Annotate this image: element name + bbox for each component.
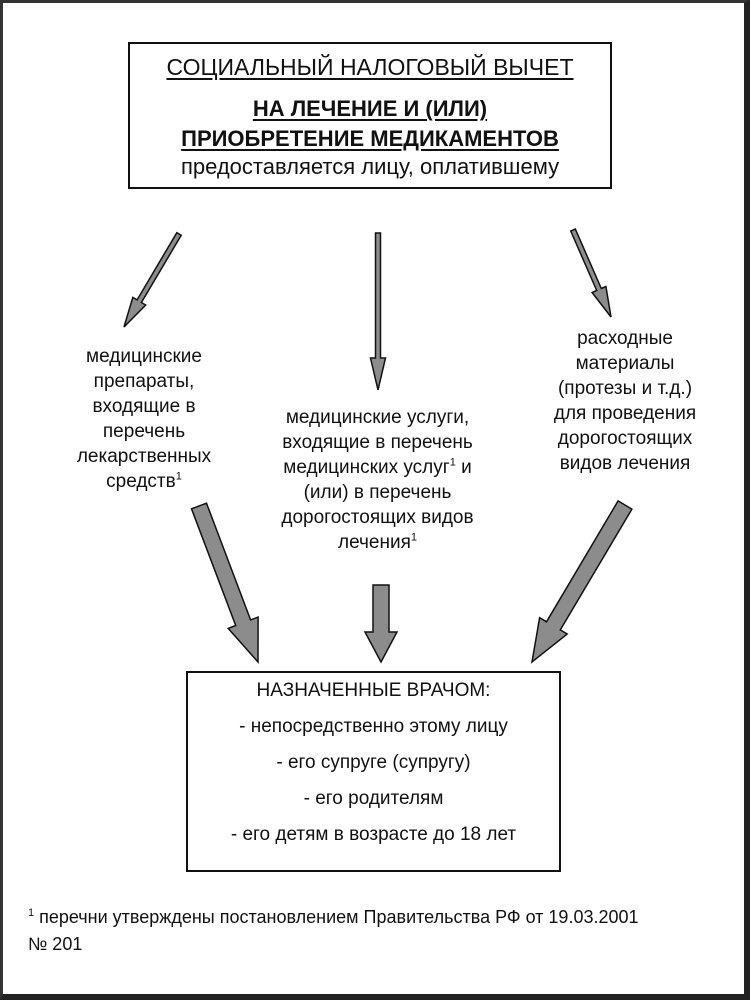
- deduction-subtitle: предоставляется лицу, оплатившему: [180, 154, 560, 179]
- deduction-title: СОЦИАЛЬНЫЙ НАЛОГОВЫЙ ВЫЧЕТ: [166, 54, 574, 80]
- branch-materials-line: материалы: [575, 353, 675, 374]
- footnote-line1: 1 перечни утверждены постановлением Прав…: [28, 904, 728, 931]
- footnote-mark: 1: [449, 456, 456, 469]
- branch-materials-line: видов лечения: [559, 453, 691, 474]
- branch-medicines-line-last: средств1: [55, 469, 233, 494]
- arrow-to-materials: [569, 228, 612, 318]
- prescribed-item: - его родителям: [303, 788, 444, 809]
- footnote-text: перечни утверждены постановлением Правит…: [34, 907, 639, 927]
- branch-services-line-with-mark: медицинских услуг1 и: [250, 455, 505, 480]
- deduction-subject-line1: НА ЛЕЧЕНИЕ И (ИЛИ): [252, 96, 488, 121]
- branch-medicines-line: медицинские: [86, 346, 202, 367]
- branch-services-text: лечения: [337, 532, 411, 553]
- branch-medicines-text: средств: [106, 471, 176, 492]
- branch-materials-line: расходные: [577, 328, 673, 349]
- prescribed-item: - его супруге (супругу): [276, 752, 471, 773]
- arrow-from-medicines: [190, 502, 259, 664]
- branch-services-line: (или) в перечень: [303, 482, 452, 503]
- branch-services-text: и: [455, 457, 472, 478]
- branch-services-line: медицинские услуги,: [285, 407, 470, 428]
- branch-services-line: дорогостоящих видов: [281, 507, 474, 528]
- branch-services-line-last: лечения1: [250, 530, 505, 555]
- deduction-subject-line2: ПРИОБРЕТЕНИЕ МЕДИКАМЕНТОВ: [181, 126, 559, 151]
- arrow-to-medicines: [123, 231, 183, 328]
- arrow-from-materials: [530, 499, 633, 664]
- prescribed-item: - его детям в возрасте до 18 лет: [230, 824, 517, 845]
- branch-medicines-line: перечень: [102, 421, 186, 442]
- branch-services-line: входящие в перечень: [282, 432, 473, 453]
- arrow-from-services: [363, 584, 399, 664]
- footnote-line2: № 201: [28, 934, 83, 954]
- branch-materials-line: дорогостоящих: [557, 428, 693, 449]
- footnote: 1 перечни утверждены постановлением Прав…: [28, 904, 728, 958]
- branch-medical-services: медицинские услуги, входящие в перечень …: [250, 405, 505, 555]
- branch-materials-line: (протезы и т.д.): [557, 378, 693, 399]
- prescribed-title: НАЗНАЧЕННЫЕ ВРАЧОМ:: [256, 680, 491, 701]
- footnote-mark: 1: [410, 531, 417, 544]
- branch-medicines: медицинские препараты, входящие в перече…: [55, 344, 233, 494]
- branch-medicines-line: препараты,: [93, 371, 195, 392]
- branch-medicines-line: лекарственных: [76, 446, 212, 467]
- branch-materials: расходные материалы (протезы и т.д.) для…: [535, 326, 715, 476]
- branch-services-text: медицинских услуг: [283, 457, 450, 478]
- prescribed-item: - непосредственно этому лицу: [239, 716, 508, 737]
- footnote-mark: 1: [175, 470, 182, 483]
- branch-medicines-line: входящие в: [92, 396, 196, 417]
- deduction-title-box: СОЦИАЛЬНЫЙ НАЛОГОВЫЙ ВЫЧЕТ НА ЛЕЧЕНИЕ И …: [128, 42, 612, 189]
- branch-materials-line: для проведения: [553, 403, 697, 424]
- prescribed-by-doctor-box: НАЗНАЧЕННЫЕ ВРАЧОМ: - непосредственно эт…: [186, 671, 561, 872]
- footnote-mark: 1: [28, 907, 35, 919]
- arrow-to-services: [369, 232, 387, 391]
